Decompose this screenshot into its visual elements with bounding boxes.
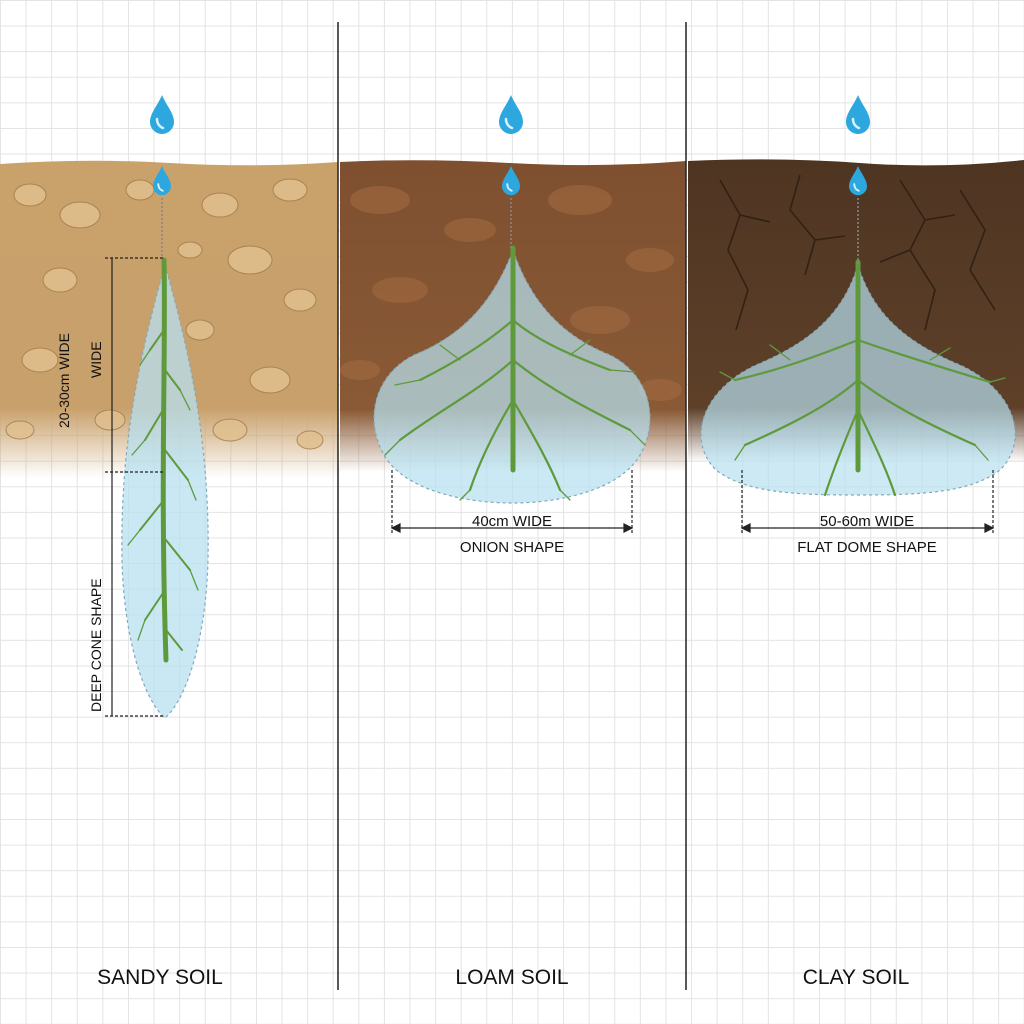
clay-width-label: 50-60m WIDE bbox=[819, 513, 915, 530]
clay-width-dimension bbox=[740, 470, 995, 534]
water-drop-icon bbox=[148, 93, 176, 136]
panel-sandy-soil bbox=[0, 93, 338, 719]
sandy-pebbles bbox=[5, 178, 324, 450]
water-drop-icon bbox=[844, 93, 872, 136]
sandy-shape-label: DEEP CONE SHAPE bbox=[88, 578, 104, 712]
loam-width-label: 40cm WIDE bbox=[471, 513, 552, 530]
clay-shape-label: FLAT DOME SHAPE bbox=[797, 539, 937, 556]
loam-shape-label: ONION SHAPE bbox=[459, 539, 565, 556]
loam-soil-title: LOAM SOIL bbox=[455, 966, 569, 989]
sandy-width-label: 20-30cm WIDE bbox=[56, 333, 72, 428]
water-drop-icon bbox=[497, 93, 525, 136]
panel-loam-soil bbox=[340, 93, 686, 534]
loam-texture bbox=[340, 185, 682, 401]
panel-clay-soil bbox=[688, 93, 1024, 534]
clay-soil-title: CLAY SOIL bbox=[802, 966, 910, 989]
loam-width-dimension bbox=[390, 470, 634, 534]
sandy-width-extra-label: WIDE bbox=[88, 341, 104, 378]
clay-roots bbox=[719, 259, 1006, 497]
sandy-soil-title: SANDY SOIL bbox=[97, 966, 223, 989]
loam-roots bbox=[384, 245, 646, 501]
sandy-roots bbox=[127, 257, 199, 663]
sandy-depth-dimension bbox=[105, 257, 165, 717]
clay-cracks bbox=[719, 174, 996, 331]
